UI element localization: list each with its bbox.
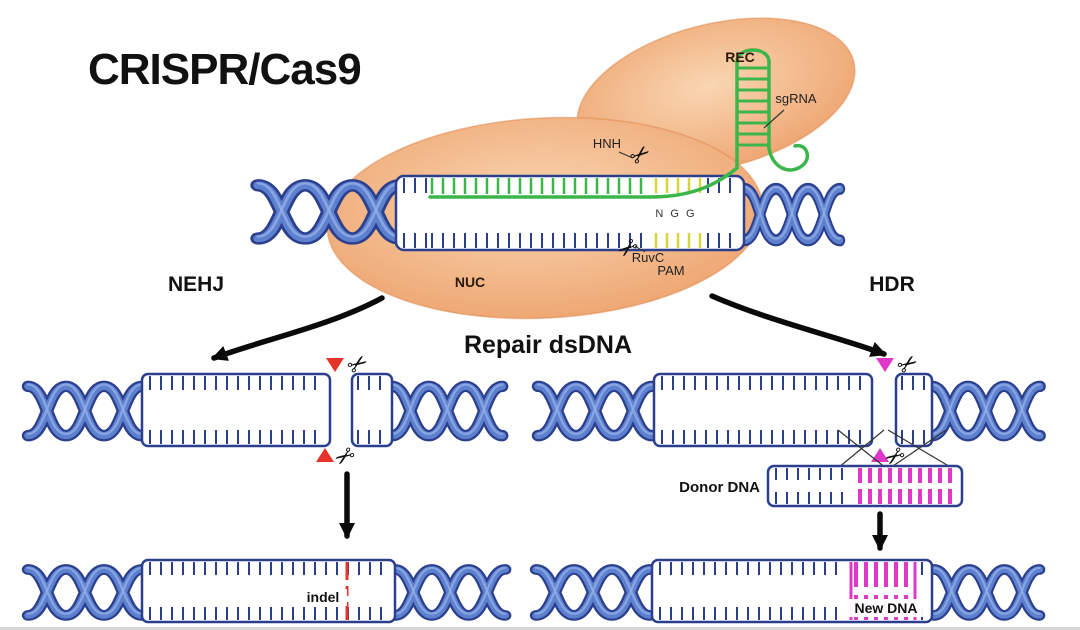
sgrna-pairing-ticks xyxy=(430,178,643,194)
sgrna-stem-rungs xyxy=(737,66,769,147)
cut-site-marker-top xyxy=(876,358,894,372)
ruvc-label: RuvC xyxy=(632,250,665,265)
dna-cut-right: ✂ ✂ xyxy=(538,348,1040,472)
cut-site-marker-top xyxy=(326,358,344,372)
donor-insert-ticks xyxy=(858,468,952,504)
base-pair-ticks xyxy=(431,233,642,248)
sgrna-leader-line xyxy=(763,109,785,129)
dna-indel-result: indel xyxy=(28,558,505,624)
base-pair-ticks xyxy=(901,376,925,444)
dna-new-dna-result: New DNA xyxy=(536,558,1040,624)
pam-label: PAM xyxy=(657,263,684,278)
dna-ladder xyxy=(140,372,332,448)
base-pair-ticks xyxy=(775,468,843,504)
donor-dna: Donor DNA xyxy=(679,464,964,508)
ngg-label: N G G xyxy=(655,208,696,220)
base-pair-ticks xyxy=(149,376,316,444)
indel-label: indel xyxy=(307,589,340,605)
dna-ladder xyxy=(394,174,746,252)
nehj-arrow xyxy=(211,295,385,361)
hnh-label: HNH xyxy=(593,136,621,151)
donor-dna-label: Donor DNA xyxy=(679,479,760,496)
sgrna-label: sgRNA xyxy=(775,91,817,106)
label-backdrop xyxy=(842,599,930,617)
page-title: CRISPR/Cas9 xyxy=(88,45,361,94)
nehj-label: NEHJ xyxy=(168,273,224,296)
sgrna-molecule xyxy=(428,48,810,199)
dna-ladder xyxy=(652,372,874,448)
dna-ladder xyxy=(140,558,397,624)
cut-site-marker-bottom xyxy=(316,448,334,462)
nuc-label: NUC xyxy=(455,274,485,290)
dna-ladder xyxy=(350,372,394,448)
label-backdrop xyxy=(299,589,347,606)
hnh-leader-line xyxy=(618,151,634,159)
dna-top xyxy=(258,174,840,252)
rec-label: REC xyxy=(725,49,755,65)
pam-ticks xyxy=(654,178,702,248)
base-pair-ticks xyxy=(403,178,427,248)
base-pair-ticks xyxy=(661,376,861,444)
ruvc-leader-line xyxy=(634,245,646,253)
hdr-arrow xyxy=(709,293,887,357)
base-pair-ticks xyxy=(357,376,381,444)
repair-dsdna-label: Repair dsDNA xyxy=(464,331,632,359)
hdr-label: HDR xyxy=(869,273,915,296)
dna-ladder xyxy=(766,464,964,508)
cut-site-marker-bottom xyxy=(871,448,889,462)
recombination-lines xyxy=(837,429,953,469)
base-pair-ticks xyxy=(149,562,382,620)
base-pair-ticks xyxy=(659,562,837,620)
new-dna-label: New DNA xyxy=(854,600,917,616)
